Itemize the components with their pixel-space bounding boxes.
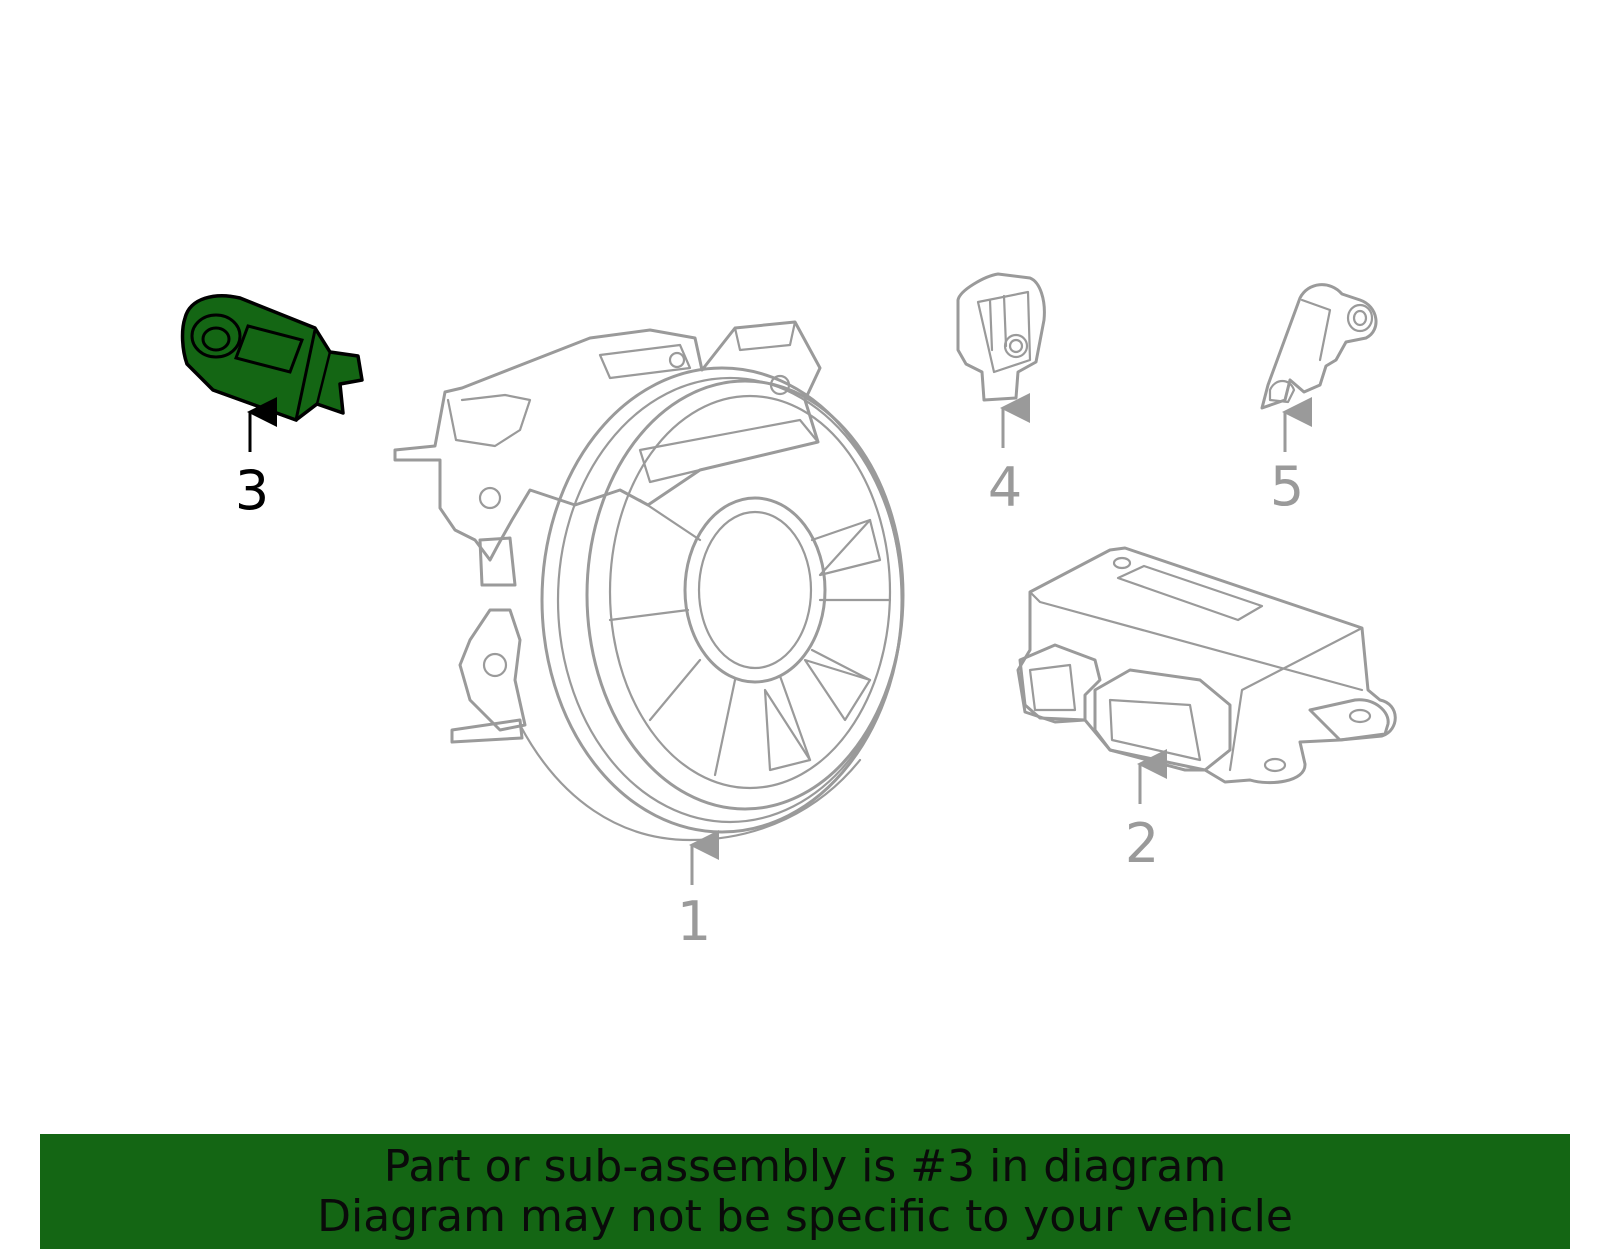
banner-line-2: Diagram may not be specific to your vehi… [317, 1190, 1293, 1242]
side-sensor-icon[interactable] [1260, 283, 1378, 410]
impact-sensor-icon[interactable] [180, 294, 364, 422]
callout-5-label: 5 [1270, 455, 1304, 518]
callout-4-label: 4 [988, 456, 1022, 519]
banner-line-1: Part or sub-assembly is #3 in diagram [383, 1140, 1227, 1192]
clockspring-icon[interactable] [393, 320, 905, 842]
control-module-icon[interactable] [1016, 546, 1397, 785]
callout-1-label: 1 [677, 890, 711, 953]
disclaimer-banner: Part or sub-assembly is #3 in diagram Di… [40, 1134, 1570, 1249]
sensor-bracket-icon[interactable] [956, 272, 1046, 402]
callout-2-label: 2 [1125, 812, 1159, 875]
callout-3-label: 3 [235, 459, 269, 522]
